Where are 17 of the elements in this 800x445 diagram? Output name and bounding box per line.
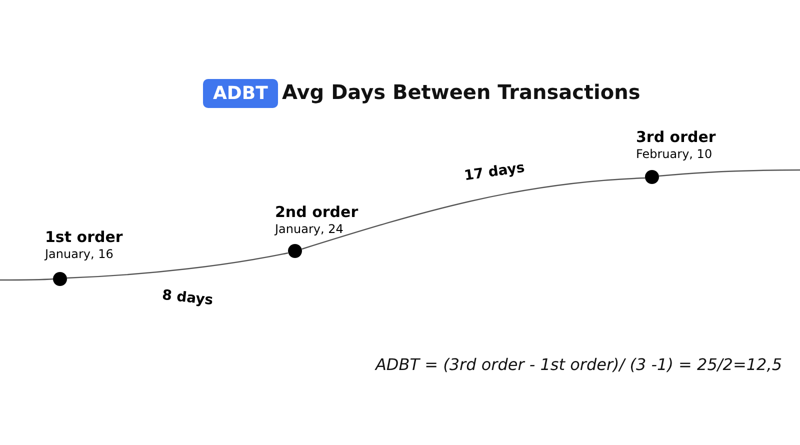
- date-label: February, 10: [636, 147, 712, 161]
- timeline-curve: [302, 177, 646, 250]
- order-label: 1st order: [45, 228, 123, 246]
- formula-text: ADBT = (3rd order - 1st order)/ (3 -1) = 25/2=12,5: [375, 355, 782, 374]
- order-label: 2nd order: [275, 203, 358, 221]
- abbreviation-badge: ADBT: [203, 79, 278, 108]
- timeline-curve: [0, 278, 54, 281]
- timeline-curve: [66, 252, 288, 279]
- timeline-dot: [53, 272, 67, 286]
- order-label: 3rd order: [636, 128, 716, 146]
- date-label: January, 16: [45, 247, 114, 261]
- timeline-dot: [645, 170, 659, 184]
- timeline-curve: [658, 169, 800, 177]
- edge-label: 8 days: [161, 287, 214, 309]
- timeline-dot: [288, 244, 302, 258]
- date-label: January, 24: [275, 222, 344, 236]
- title: Avg Days Between Transactions: [282, 80, 640, 104]
